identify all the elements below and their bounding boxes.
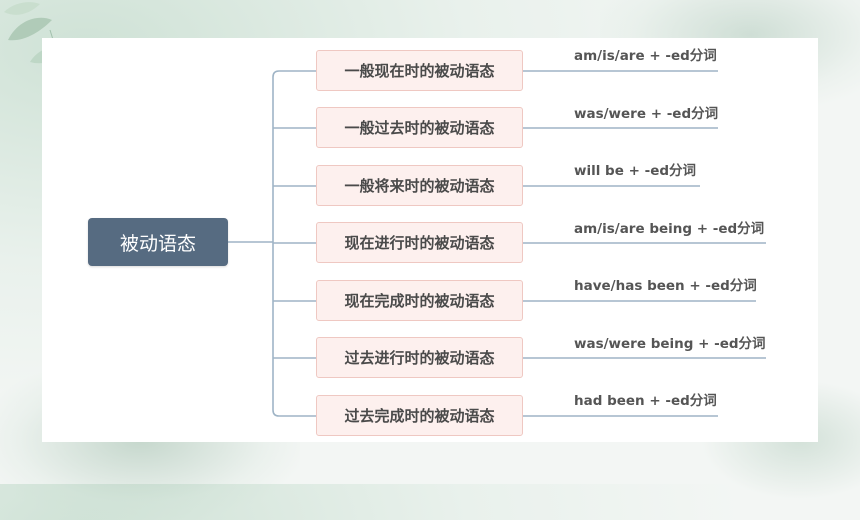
branch-node-present-perfect: 现在完成时的被动语态 <box>316 280 523 321</box>
leaf-formula-simple-past: was/were + -ed分词 <box>574 106 719 122</box>
branch-node-simple-past: 一般过去时的被动语态 <box>316 107 523 148</box>
leaf-formula-present-perfect: have/has been + -ed分词 <box>574 278 757 294</box>
leaf-formula-past-continuous: was/were being + -ed分词 <box>574 336 766 352</box>
leaf-formula-simple-present: am/is/are + -ed分词 <box>574 48 717 64</box>
branch-connector <box>272 70 316 78</box>
branch-node-present-continuous: 现在进行时的被动语态 <box>316 222 523 263</box>
branch-connector <box>272 409 316 417</box>
branch-label: 过去完成时的被动语态 <box>344 407 495 425</box>
root-node: 被动语态 <box>88 218 228 266</box>
branch-node-simple-present: 一般现在时的被动语态 <box>316 50 523 91</box>
root-node-label: 被动语态 <box>119 232 196 255</box>
branch-label: 一般将来时的被动语态 <box>344 177 495 195</box>
branch-label: 现在进行时的被动语态 <box>344 234 495 252</box>
branch-node-past-continuous: 过去进行时的被动语态 <box>316 337 523 378</box>
leaf-formula-present-continuous: am/is/are being + -ed分词 <box>574 221 765 237</box>
leaf-formula-simple-future: will be + -ed分词 <box>574 163 697 179</box>
mindmap-connectors <box>228 70 766 417</box>
branch-label: 一般现在时的被动语态 <box>344 62 495 80</box>
branch-node-past-perfect: 过去完成时的被动语态 <box>316 395 523 436</box>
branch-label: 现在完成时的被动语态 <box>344 292 495 310</box>
branch-node-simple-future: 一般将来时的被动语态 <box>316 165 523 206</box>
branch-label: 过去进行时的被动语态 <box>344 349 495 367</box>
leaf-formula-past-perfect: had been + -ed分词 <box>574 393 717 409</box>
branch-label: 一般过去时的被动语态 <box>344 119 495 137</box>
